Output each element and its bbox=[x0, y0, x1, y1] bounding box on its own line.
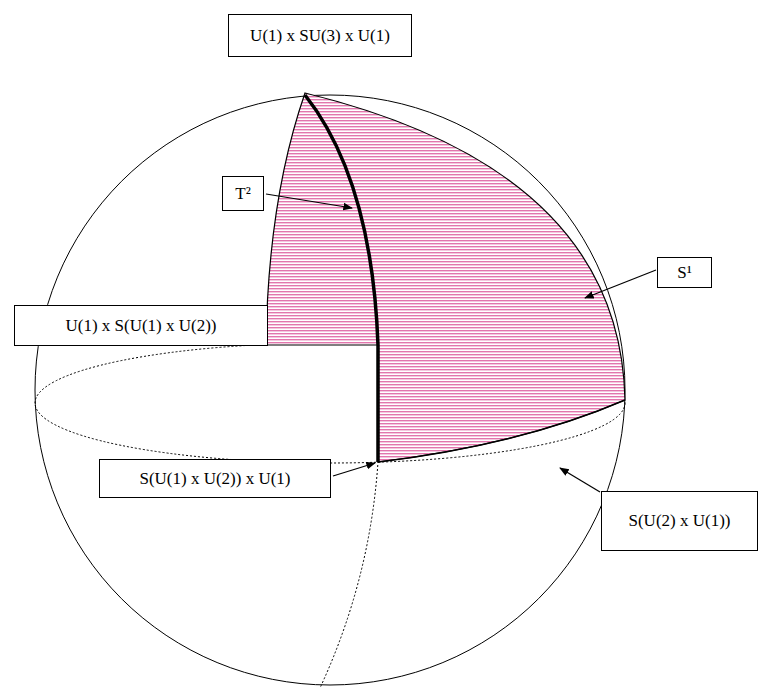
label-box: U(1) x S(U(1) x U(2)) bbox=[14, 305, 268, 346]
box-label: S¹ bbox=[677, 263, 692, 283]
box-label: S(U(1) x U(2)) x U(1) bbox=[139, 469, 290, 489]
box-label: U(1) x S(U(1) x U(2)) bbox=[65, 316, 216, 336]
box-label: U(1) x SU(3) x U(1) bbox=[250, 26, 390, 46]
box-label: T² bbox=[235, 184, 250, 204]
shaded-region bbox=[266, 93, 625, 462]
leader-arrow bbox=[333, 463, 375, 476]
meridian bbox=[320, 345, 378, 688]
leader-arrow bbox=[585, 270, 656, 298]
label-box: S(U(1) x U(2)) x U(1) bbox=[99, 459, 331, 498]
label-box: S¹ bbox=[657, 257, 712, 288]
torus-curve bbox=[305, 95, 378, 462]
leader-arrow bbox=[560, 468, 600, 492]
box-label: S(U(2) x U(1)) bbox=[629, 511, 731, 531]
leader-arrow bbox=[266, 194, 352, 208]
label-box: T² bbox=[222, 176, 264, 211]
equator-edge bbox=[378, 400, 625, 462]
label-box: S(U(2) x U(1)) bbox=[601, 491, 758, 551]
label-box: U(1) x SU(3) x U(1) bbox=[228, 14, 412, 57]
